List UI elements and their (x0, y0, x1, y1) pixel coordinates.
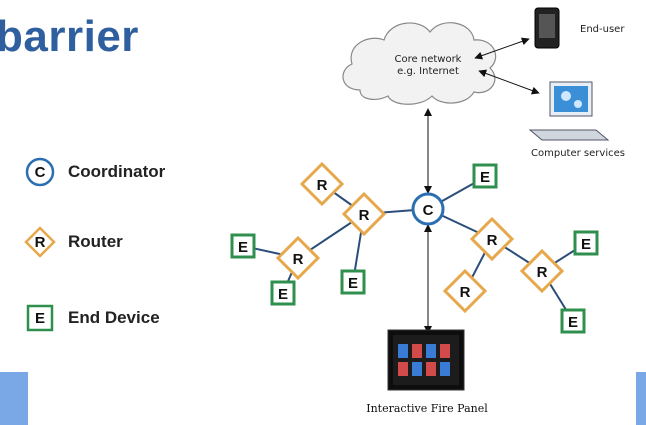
cloud-label-line1: Core network (395, 54, 462, 65)
svg-text:C: C (35, 164, 46, 181)
arrow-cloud-computer (478, 69, 540, 95)
end-device-node: E (230, 233, 256, 259)
router-node: R (341, 191, 387, 237)
core-network-cloud: Core network e.g. Internet (342, 22, 497, 105)
router-node: R (275, 235, 321, 281)
arrow-cloud-enduser (474, 37, 530, 60)
legend-router: R Router (24, 226, 123, 258)
cloud-label-line2: e.g. Internet (397, 66, 459, 77)
svg-text:R: R (317, 177, 328, 194)
legend-coordinator: C Coordinator (24, 156, 165, 188)
router-node: R (442, 268, 488, 314)
coordinator-node: C (411, 192, 445, 226)
router-node: R (519, 248, 565, 294)
end-device-icon: E (26, 304, 54, 332)
svg-text:E: E (568, 314, 578, 331)
svg-text:C: C (423, 202, 434, 219)
coordinator-icon: C (25, 157, 55, 187)
svg-text:R: R (293, 251, 304, 268)
slide-title: barrier (0, 12, 139, 61)
router-icon: R (24, 226, 56, 258)
end-user-phone-icon (534, 7, 560, 49)
computer-services-label: Computer services (531, 148, 625, 159)
svg-text:R: R (487, 232, 498, 249)
svg-text:R: R (460, 284, 471, 301)
end-device-node: E (560, 308, 586, 334)
legend-end-device-label: End Device (68, 308, 160, 327)
svg-text:R: R (35, 234, 46, 251)
end-device-node: E (340, 269, 366, 295)
end-user-label: End-user (580, 24, 625, 35)
fire-panel-label: Interactive Fire Panel (366, 402, 488, 415)
svg-text:R: R (359, 207, 370, 224)
end-device-node: E (472, 163, 498, 189)
legend-coordinator-label: Coordinator (68, 162, 166, 181)
svg-text:R: R (537, 264, 548, 281)
legend-end-device: E End Device (24, 302, 160, 334)
accent-bar-right (636, 372, 646, 425)
end-device-node: E (573, 230, 599, 256)
svg-text:E: E (238, 239, 248, 256)
fire-panel-image (387, 329, 465, 391)
svg-text:E: E (480, 169, 490, 186)
computer-icon (528, 81, 610, 141)
svg-text:E: E (278, 286, 288, 303)
router-node: R (299, 161, 345, 207)
svg-text:E: E (581, 236, 591, 253)
svg-text:E: E (348, 275, 358, 292)
router-node: R (469, 216, 515, 262)
end-device-node: E (270, 280, 296, 306)
svg-text:E: E (35, 310, 45, 327)
legend-router-label: Router (68, 232, 123, 251)
accent-bar-left (0, 372, 28, 425)
